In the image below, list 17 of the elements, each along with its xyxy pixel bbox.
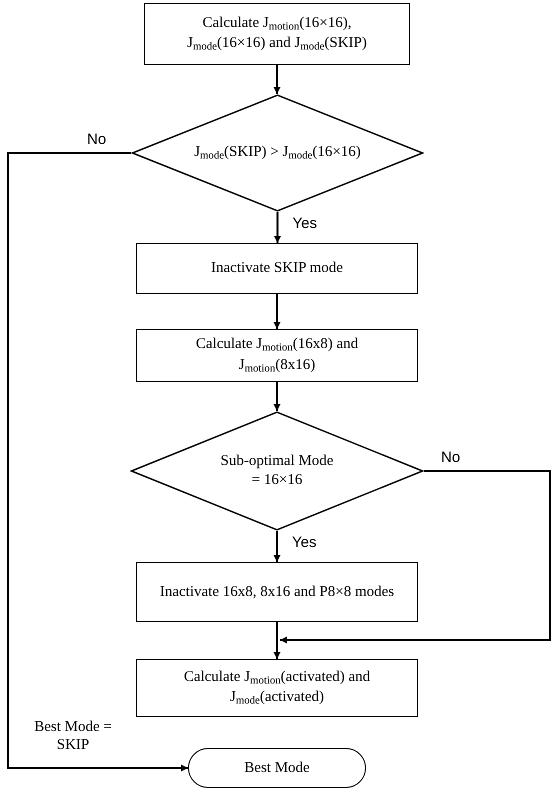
process-box: Inactivate 16x8, 8x16 and P8×8 modes	[136, 562, 418, 622]
arrow	[274, 531, 280, 562]
arrow	[274, 622, 280, 659]
process-box: Inactivate SKIP mode	[136, 243, 418, 294]
arrow	[274, 65, 280, 94]
process-box: Calculate J$_{motion}$(activated) and J$_{mode}$(activated)	[136, 659, 418, 717]
arrow	[274, 382, 280, 411]
arrow	[7, 152, 188, 772]
decision-diamond: J$_{mode}$(SKIP) > J$_{mode}$(16×16)	[131, 94, 424, 212]
arrow	[274, 294, 280, 329]
process-box: Calculate J$_{motion}$(16x8) and J$_{motion}$(8x16)	[136, 329, 418, 382]
process-box: Calculate J$_{motion}$(16×16), J$_{mode}$(16×16) and J$_{mode}$(SKIP)	[144, 3, 410, 65]
decision-diamond: Sub-optimal Mode = 16×16	[130, 411, 424, 531]
arrow	[280, 470, 551, 644]
branch-note: Best Mode = SKIP	[33, 718, 113, 754]
terminal-box: Best Mode	[188, 748, 366, 788]
arrow	[274, 212, 281, 243]
